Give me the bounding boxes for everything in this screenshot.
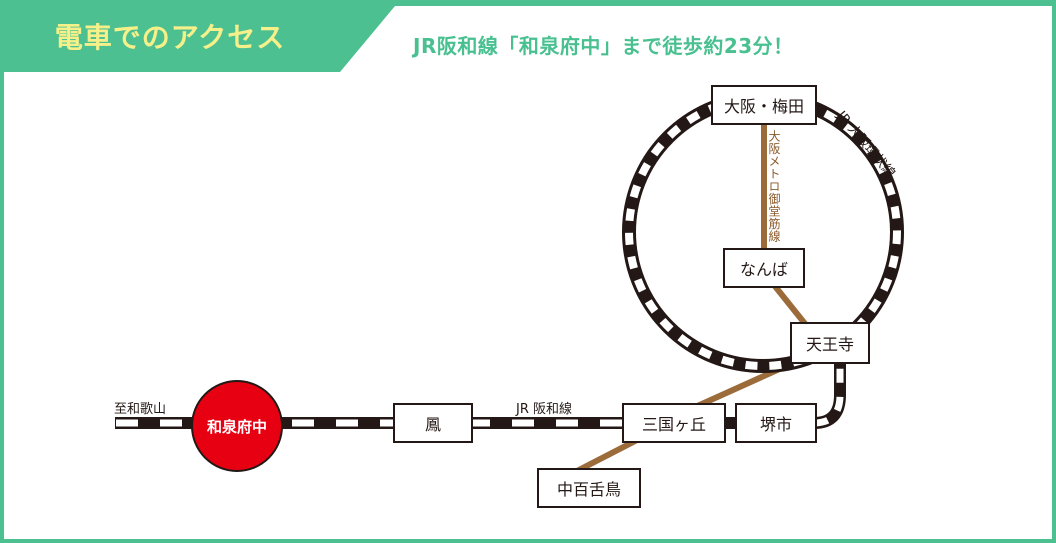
hanwa-curve-dashes (813, 362, 844, 427)
header-band (0, 0, 1056, 72)
station-sakai: 堺市 (735, 403, 817, 443)
to-wakayama-label: 至和歌山 (114, 402, 167, 417)
hanwa-line-label: JR 阪和線 (516, 402, 572, 417)
nakamozu-link (573, 437, 639, 475)
station-nakamozu: 中百舌鳥 (537, 468, 641, 508)
station-otori: 鳳 (393, 403, 473, 443)
access-tagline: JR阪和線「和泉府中」まで徒歩約23分！ (413, 34, 794, 58)
station-namba: なんば (723, 248, 805, 288)
station-osaka-umeda: 大阪・梅田 (711, 85, 817, 125)
station-izumi-fuchu: 和泉府中 (191, 380, 283, 472)
station-mikunigaoka: 三国ヶ丘 (622, 403, 726, 443)
midosuji-line-label: 大阪メトロ御堂筋線 (767, 130, 781, 243)
page-title: 電車でのアクセス (54, 21, 286, 54)
station-tennoji: 天王寺 (790, 322, 870, 364)
midosuji-line-south (771, 283, 809, 327)
